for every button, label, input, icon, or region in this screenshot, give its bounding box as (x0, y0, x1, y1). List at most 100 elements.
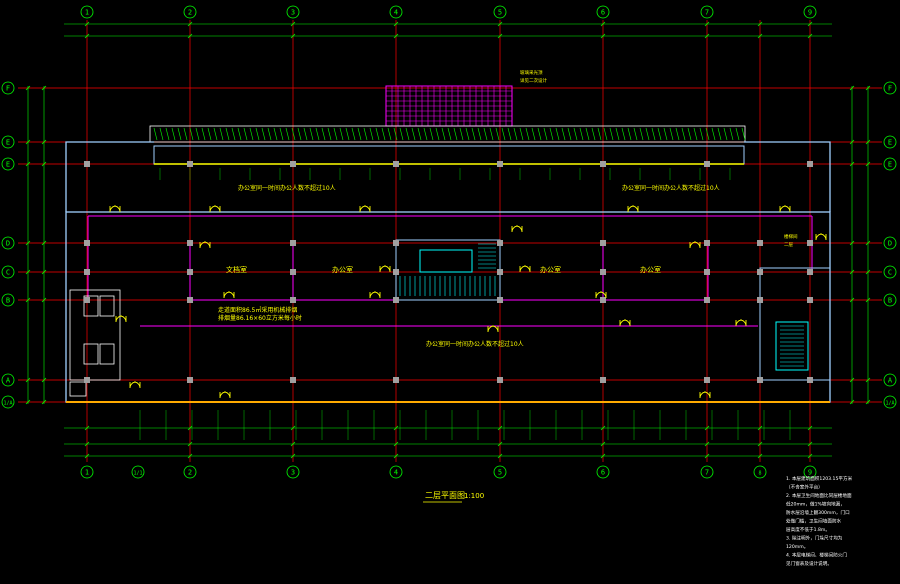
axis-bubble (596, 5, 610, 19)
room-labels: 文档室 办公室 办公室 办公室 办公室同一时间办公人数不超过10人 办公室同一时… (218, 69, 798, 348)
axis-bubble (493, 465, 507, 479)
axis-bubble (183, 5, 197, 19)
axis-bubble-label: 1 (85, 9, 89, 17)
column (187, 240, 193, 246)
axis-bubble (131, 465, 145, 479)
upper-note-left: 办公室同一时间办公人数不超过10人 (238, 184, 336, 192)
axis-bubble-label: B (6, 297, 10, 305)
note-line: 防水层沿墙上翻300mm，门口 (786, 509, 850, 516)
door-swing (689, 241, 701, 249)
door-swing (815, 233, 827, 241)
axis-bubble (883, 81, 897, 95)
door-swing (511, 225, 523, 233)
column (757, 297, 763, 303)
door-swing (223, 291, 235, 299)
drawing-scale: 1:100 (464, 492, 484, 500)
axis-bubble-label: 4 (394, 9, 398, 17)
column (290, 240, 296, 246)
dimension-lines (25, 21, 871, 459)
column (600, 377, 606, 383)
note-line: 2. 本层卫生间地面比同层楼地面 (786, 492, 852, 499)
note-line: 4. 本层电梯间、楼梯间防火门 (786, 552, 847, 559)
axis-bubble-label: C (6, 269, 10, 277)
column (290, 377, 296, 383)
column (704, 377, 710, 383)
axis-bubble-label: 1/1 (133, 471, 142, 477)
axis-bubble (883, 265, 897, 279)
general-notes: 1. 本层建筑面积1203.15平方米 （不含室外平台）2. 本层卫生间地面比同… (786, 475, 853, 567)
column (704, 297, 710, 303)
axis-bubble-label: E (888, 139, 892, 147)
axis-bubble-label: D (6, 240, 10, 248)
axis-bubble (883, 236, 897, 250)
stair-label: 楼梯间 (784, 233, 798, 240)
column (187, 297, 193, 303)
axis-bubble-label: B (888, 297, 892, 305)
door-swing (619, 319, 631, 327)
column (393, 269, 399, 275)
door-swing (359, 205, 371, 213)
axis-bubble (753, 465, 767, 479)
doors (109, 205, 827, 399)
axis-bubble-label: E (888, 161, 892, 169)
column (757, 269, 763, 275)
axis-bubble-label: 1/A (885, 401, 894, 407)
column (497, 269, 503, 275)
column (600, 297, 606, 303)
column (393, 161, 399, 167)
axis-bubble (286, 465, 300, 479)
axis-bubble (389, 465, 403, 479)
axis-bubble-label: 3 (291, 9, 295, 17)
column (807, 297, 813, 303)
column (393, 240, 399, 246)
axis-bubble-label: E (6, 161, 10, 169)
axis-bubble-label: D (888, 240, 892, 248)
axis-bubble (700, 5, 714, 19)
axis-bubble (596, 465, 610, 479)
column (497, 297, 503, 303)
axis-bubble (803, 465, 817, 479)
axis-bubble-label: 1 (85, 469, 89, 477)
door-swing (699, 391, 711, 399)
axis-bubble (1, 157, 15, 171)
axis-bubble-label: 9 (808, 469, 812, 477)
note-line: 3. 除注明外，门垛尺寸均为 (786, 535, 843, 542)
column (497, 377, 503, 383)
canopy-label: 玻璃采光顶 (520, 69, 543, 76)
column (600, 161, 606, 167)
upper-note-right: 办公室同一时间办公人数不超过10人 (622, 184, 720, 192)
column (187, 161, 193, 167)
axis-bubble (80, 465, 94, 479)
stair-label-2: 二层 (784, 242, 793, 248)
column (84, 377, 90, 383)
column (84, 297, 90, 303)
door-swing (209, 205, 221, 213)
axis-bubble-label: 5 (498, 9, 502, 17)
axis-bubble-label: A (888, 377, 893, 385)
axis-bubble-label: 4 (394, 469, 398, 477)
axis-bubble (183, 465, 197, 479)
column (807, 377, 813, 383)
axis-bubble (1, 236, 15, 250)
column (807, 161, 813, 167)
column (187, 269, 193, 275)
column (600, 269, 606, 275)
axis-bubble (883, 157, 897, 171)
room-label-office-4: 办公室 (640, 265, 661, 274)
structural-columns (84, 161, 813, 383)
toilet-block (69, 289, 121, 397)
interior-partitions (87, 215, 813, 327)
axis-bubble (389, 5, 403, 19)
axis-bubble-label: 2 (188, 469, 192, 477)
axis-bubble-label: 9 (808, 9, 812, 17)
column (497, 240, 503, 246)
column (290, 269, 296, 275)
axis-bubble-label: 7 (705, 469, 709, 477)
column (393, 297, 399, 303)
axis-bubble (1, 81, 15, 95)
column (497, 161, 503, 167)
axis-bubble-label: E (6, 139, 10, 147)
column (600, 240, 606, 246)
